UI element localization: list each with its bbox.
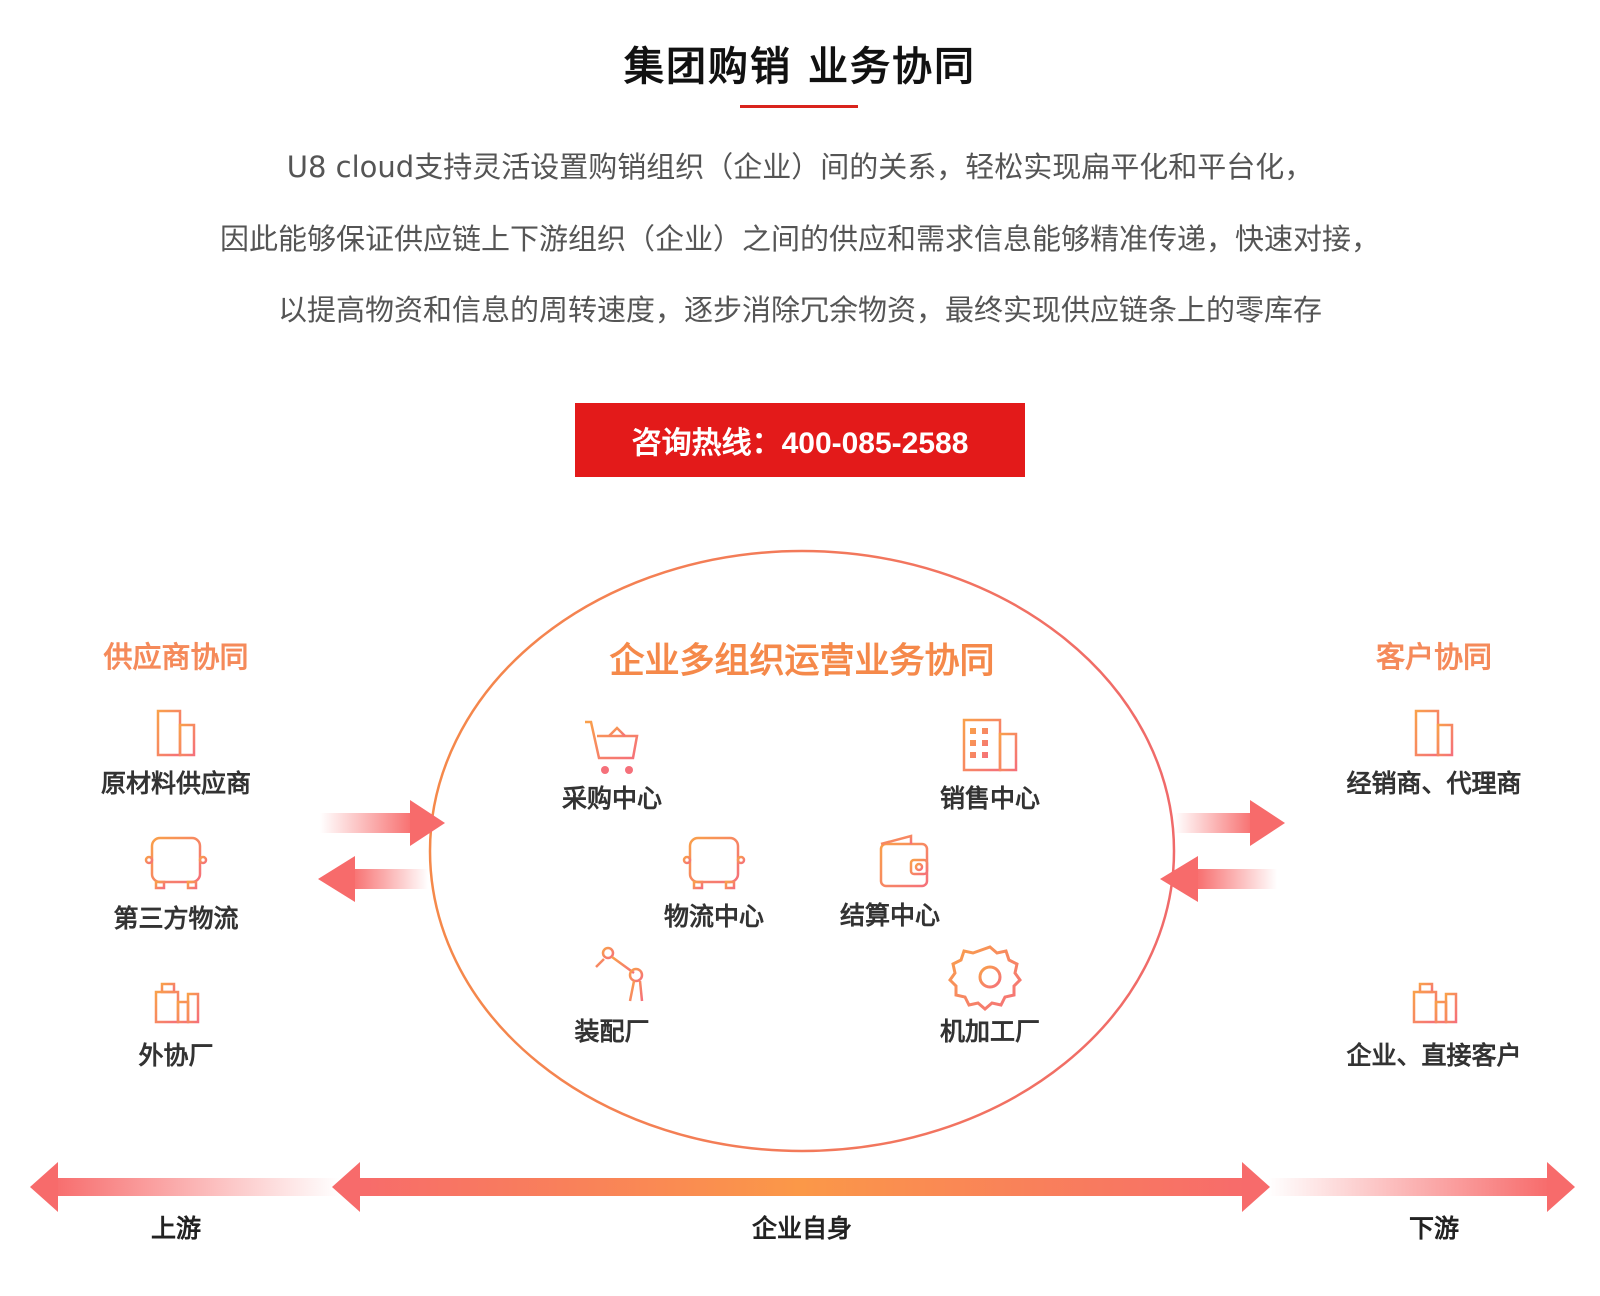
- shopping-cart-icon: [583, 720, 639, 776]
- title-underline: [740, 105, 858, 108]
- hotline-button[interactable]: 咨询热线：400-085-2588: [575, 403, 1025, 477]
- wallet-icon: [879, 834, 929, 888]
- customer-item: 企业、直接客户: [1346, 1041, 1522, 1070]
- enterprise-item: 物流中心: [663, 902, 765, 931]
- enterprise-item: 销售中心: [939, 784, 1041, 813]
- supplier-item: 第三方物流: [113, 904, 239, 933]
- truck-icon: [144, 836, 208, 890]
- intro-line-1: U8 cloud支持灵活设置购销组织（企业）间的关系，轻松实现扁平化和平台化，: [286, 150, 1314, 184]
- downstream-label: 下游: [1408, 1214, 1460, 1243]
- supplier-item: 外协厂: [138, 1041, 214, 1070]
- supplier-item: 原材料供应商: [100, 769, 252, 798]
- upstream-downstream-axis: [30, 1162, 1575, 1212]
- enterprise-title: 企业多组织运营业务协同: [609, 641, 995, 682]
- arrow-enterprise-to-supplier: [318, 856, 428, 902]
- arrow-enterprise-to-customer: [1175, 800, 1285, 846]
- enterprise-ellipse: [428, 549, 1176, 1153]
- building-icon: [958, 718, 1022, 772]
- self-label: 企业自身: [751, 1214, 853, 1243]
- city-buildings-icon: [1410, 968, 1460, 1024]
- enterprise-item: 采购中心: [561, 784, 663, 813]
- supplier-title: 供应商协同: [103, 640, 249, 674]
- robot-arm-icon: [594, 946, 652, 1003]
- gear-icon: [948, 945, 1022, 1011]
- arrow-customer-to-enterprise: [1160, 856, 1277, 902]
- enterprise-item: 机加工厂: [939, 1017, 1041, 1046]
- intro-line-2: 因此能够保证供应链上下游组织（企业）之间的供应和需求信息能够精准传递，快速对接，: [219, 222, 1381, 256]
- customer-item: 经销商、代理商: [1346, 769, 1522, 798]
- truck-icon: [682, 836, 746, 890]
- city-buildings-icon: [152, 968, 202, 1024]
- enterprise-item: 装配厂: [574, 1017, 650, 1046]
- office-building-icon: [1408, 709, 1460, 758]
- intro-line-3: 以提高物资和信息的周转速度，逐步消除冗余物资，最终实现供应链条上的零库存: [277, 293, 1323, 327]
- office-building-icon: [150, 709, 202, 758]
- arrow-supplier-to-enterprise: [320, 800, 445, 846]
- customer-title: 客户协同: [1375, 640, 1493, 674]
- enterprise-item: 结算中心: [839, 901, 941, 930]
- page-title: 集团购销 业务协同: [624, 44, 976, 90]
- upstream-label: 上游: [150, 1214, 202, 1243]
